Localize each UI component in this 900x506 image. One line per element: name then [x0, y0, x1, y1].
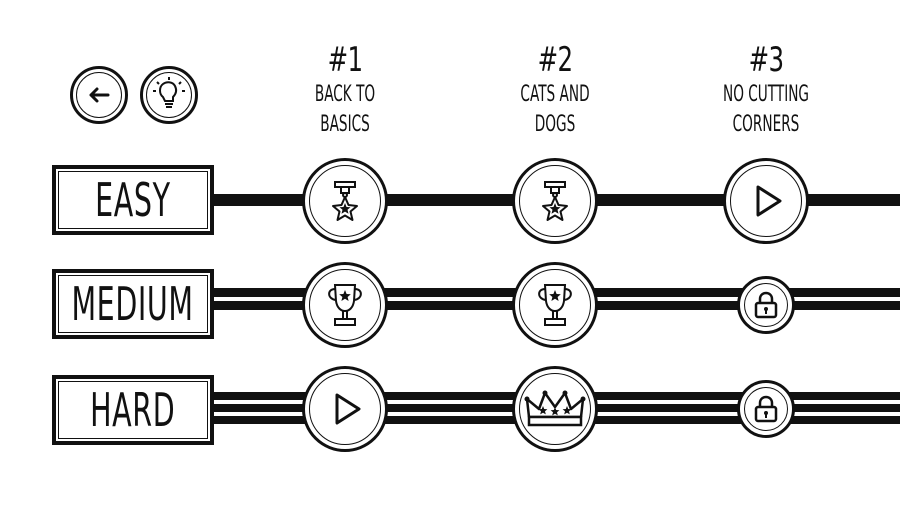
medium-level-1-node[interactable]	[302, 262, 388, 348]
difficulty-label: HARD	[90, 383, 176, 437]
lock-icon	[754, 395, 778, 423]
back-button[interactable]	[70, 66, 128, 124]
level-title: Cats and dogs	[509, 80, 602, 140]
level-title: No cutting corners	[720, 80, 813, 140]
difficulty-hard: HARD	[52, 375, 214, 445]
level-title-line2: basics	[320, 112, 370, 137]
level-number: #3	[748, 40, 784, 80]
easy-level-1-node[interactable]	[302, 158, 388, 244]
arrow-left-icon	[89, 87, 110, 103]
level-header-3: #3 No cutting corners	[691, 40, 841, 140]
play-icon	[756, 185, 782, 217]
play-icon	[335, 393, 361, 425]
difficulty-easy: EASY	[52, 165, 214, 235]
level-title-line2: dogs	[534, 112, 576, 137]
crown-icon	[524, 390, 586, 427]
level-title-line1: Back to	[314, 82, 376, 107]
easy-level-3-node[interactable]	[723, 158, 809, 244]
difficulty-label: MEDIUM	[71, 277, 195, 331]
level-title-line2: corners	[732, 112, 800, 137]
hint-button[interactable]	[140, 66, 198, 124]
medium-level-2-node[interactable]	[512, 262, 598, 348]
level-title: Back to basics	[299, 80, 392, 140]
level-number: #1	[327, 40, 363, 80]
medal-icon	[332, 181, 358, 221]
level-header-2: #2 Cats and dogs	[480, 40, 630, 140]
difficulty-medium: MEDIUM	[52, 269, 214, 339]
level-number: #2	[537, 40, 573, 80]
level-title-line1: No cutting	[722, 82, 810, 107]
lock-icon	[754, 291, 778, 319]
hard-level-3-node[interactable]	[737, 380, 795, 438]
trophy-icon	[538, 284, 572, 326]
trophy-icon	[328, 284, 362, 326]
easy-level-2-node[interactable]	[512, 158, 598, 244]
hard-level-1-node[interactable]	[302, 366, 388, 452]
medium-level-3-node[interactable]	[737, 276, 795, 334]
hard-level-2-node[interactable]	[512, 366, 598, 452]
difficulty-label: EASY	[95, 173, 171, 227]
lightbulb-icon	[153, 77, 185, 108]
level-title-line1: Cats and	[520, 82, 590, 107]
level-header-1: #1 Back to basics	[270, 40, 420, 140]
medal-icon	[542, 181, 568, 221]
